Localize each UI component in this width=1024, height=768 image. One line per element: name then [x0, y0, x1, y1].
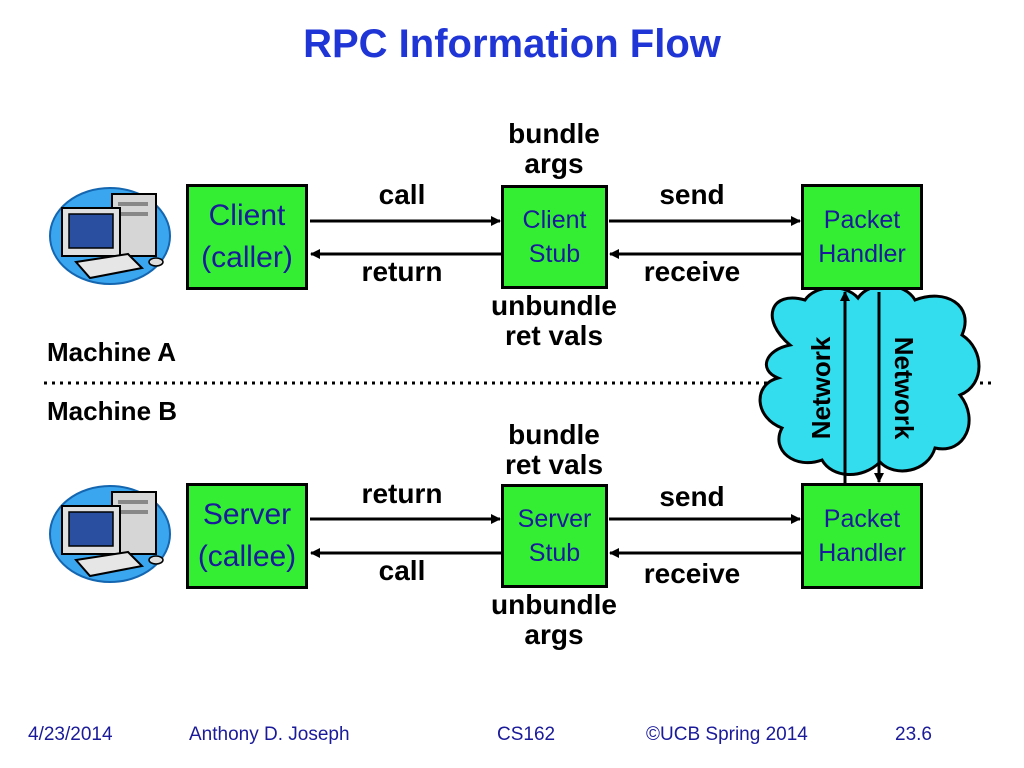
label-bundle-retvals-bottom: bundle ret vals [474, 420, 634, 480]
server-box: Server (callee) [186, 483, 308, 589]
label-return-bottom: return [361, 478, 443, 509]
label-receive-top: receive [643, 256, 741, 287]
label-call-bottom: call [378, 555, 426, 586]
client-box-line1: Client [208, 199, 286, 232]
server-box-line2: (callee) [197, 540, 297, 573]
client-stub-line2: Stub [528, 240, 581, 268]
packet-handler-bottom-box: Packet Handler [801, 483, 923, 589]
packet-handler-bottom-line1: Packet [823, 505, 901, 533]
label-receive-bottom: receive [643, 558, 741, 589]
client-box-line2: (caller) [201, 241, 293, 274]
client-box: Client (caller) [186, 184, 308, 290]
server-stub-line1: Server [517, 505, 592, 533]
label-unbundle-args-bottom: unbundle args [474, 590, 634, 650]
label-unbundle-bottom: unbundle [491, 589, 617, 620]
machine-b-label: Machine B [47, 396, 178, 426]
label-retvals-bottom: ret vals [504, 449, 604, 480]
slide-title: RPC Information Flow [303, 22, 721, 66]
label-unbundle-retvals-top: unbundle ret vals [474, 291, 634, 351]
packet-handler-top-box: Packet Handler [801, 184, 923, 290]
label-bundle-top: bundle [508, 118, 600, 149]
footer-author: Anthony D. Joseph [189, 724, 350, 745]
server-stub-line2: Stub [528, 539, 581, 567]
network-label-right: Network [889, 337, 919, 440]
label-send-bottom: send [659, 481, 725, 512]
client-stub-line1: Client [522, 206, 587, 234]
network-label-left: Network [806, 336, 836, 439]
footer-slide-number: 23.6 [895, 724, 932, 745]
label-args-bottom: args [524, 619, 584, 650]
footer-course: CS162 [497, 724, 556, 745]
label-send-top: send [659, 179, 725, 210]
label-bundle-bottom: bundle [508, 419, 600, 450]
server-stub-box: Server Stub [501, 484, 608, 588]
label-unbundle-top: unbundle [491, 290, 617, 321]
server-box-line1: Server [202, 498, 292, 531]
computer-icon [49, 187, 171, 285]
client-stub-box: Client Stub [501, 185, 608, 289]
packet-handler-top-line1: Packet [823, 206, 901, 234]
machine-a-label: Machine A [47, 337, 177, 367]
footer-date: 4/23/2014 [28, 724, 113, 745]
label-bundle-args-top: bundle args [484, 119, 624, 179]
computer-icon [49, 485, 171, 583]
label-return-top: return [361, 256, 443, 287]
label-call-top: call [378, 179, 426, 210]
network-cloud-icon [758, 284, 981, 476]
footer-copyright: ©UCB Spring 2014 [646, 724, 808, 745]
packet-handler-bottom-line2: Handler [818, 539, 906, 567]
label-args-top: args [524, 148, 584, 179]
packet-handler-top-line2: Handler [818, 240, 906, 268]
label-retvals-top: ret vals [504, 320, 604, 351]
